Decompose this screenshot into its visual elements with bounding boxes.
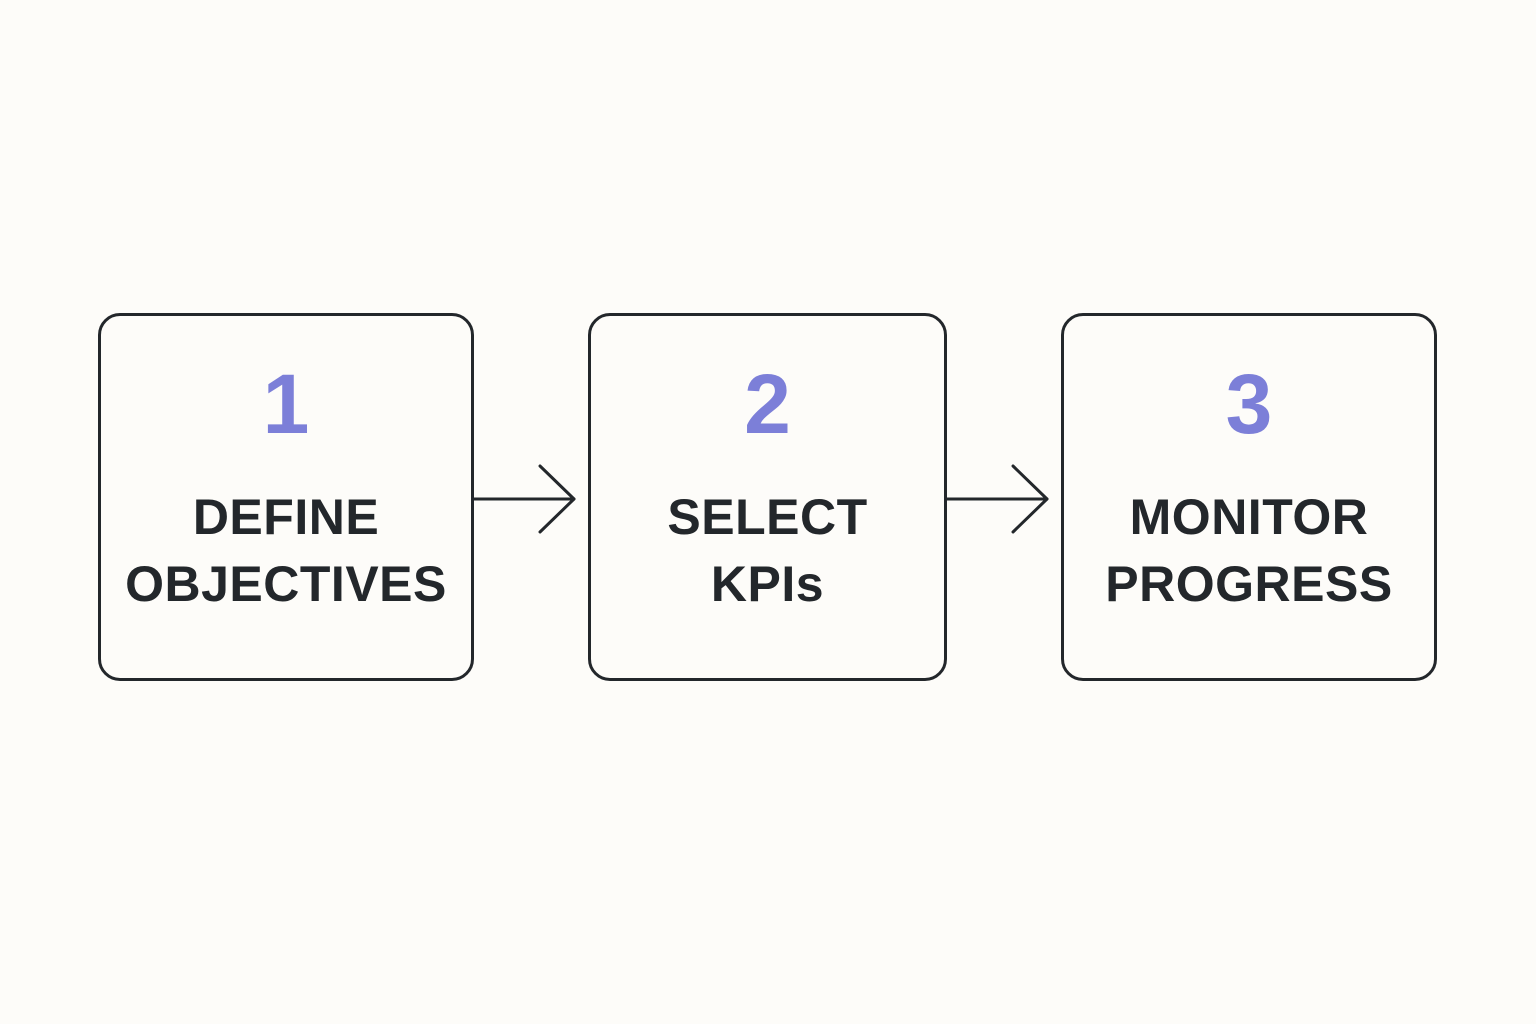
step-label-line: PROGRESS bbox=[1105, 556, 1393, 612]
step-label: DEFINE OBJECTIVES bbox=[101, 484, 471, 618]
step-label: SELECT KPIs bbox=[591, 484, 944, 618]
arrow-right-icon bbox=[472, 464, 576, 534]
arrow-right-icon bbox=[945, 464, 1049, 534]
step-label-line: SELECT bbox=[667, 489, 868, 545]
step-number: 3 bbox=[1225, 357, 1273, 451]
step-box-monitor-progress: 3 MONITOR PROGRESS bbox=[1061, 313, 1437, 681]
step-label-line: OBJECTIVES bbox=[125, 556, 447, 612]
step-number: 2 bbox=[744, 357, 791, 451]
step-label-line: KPIs bbox=[710, 556, 825, 612]
step-label-line: MONITOR bbox=[1129, 489, 1369, 545]
step-box-select-kpis: 2 SELECT KPIs bbox=[588, 313, 947, 681]
step-box-define-objectives: 1 DEFINE OBJECTIVES bbox=[98, 313, 474, 681]
step-label-line: DEFINE bbox=[192, 489, 380, 545]
step-number: 1 bbox=[262, 357, 310, 451]
step-label: MONITOR PROGRESS bbox=[1064, 484, 1434, 618]
